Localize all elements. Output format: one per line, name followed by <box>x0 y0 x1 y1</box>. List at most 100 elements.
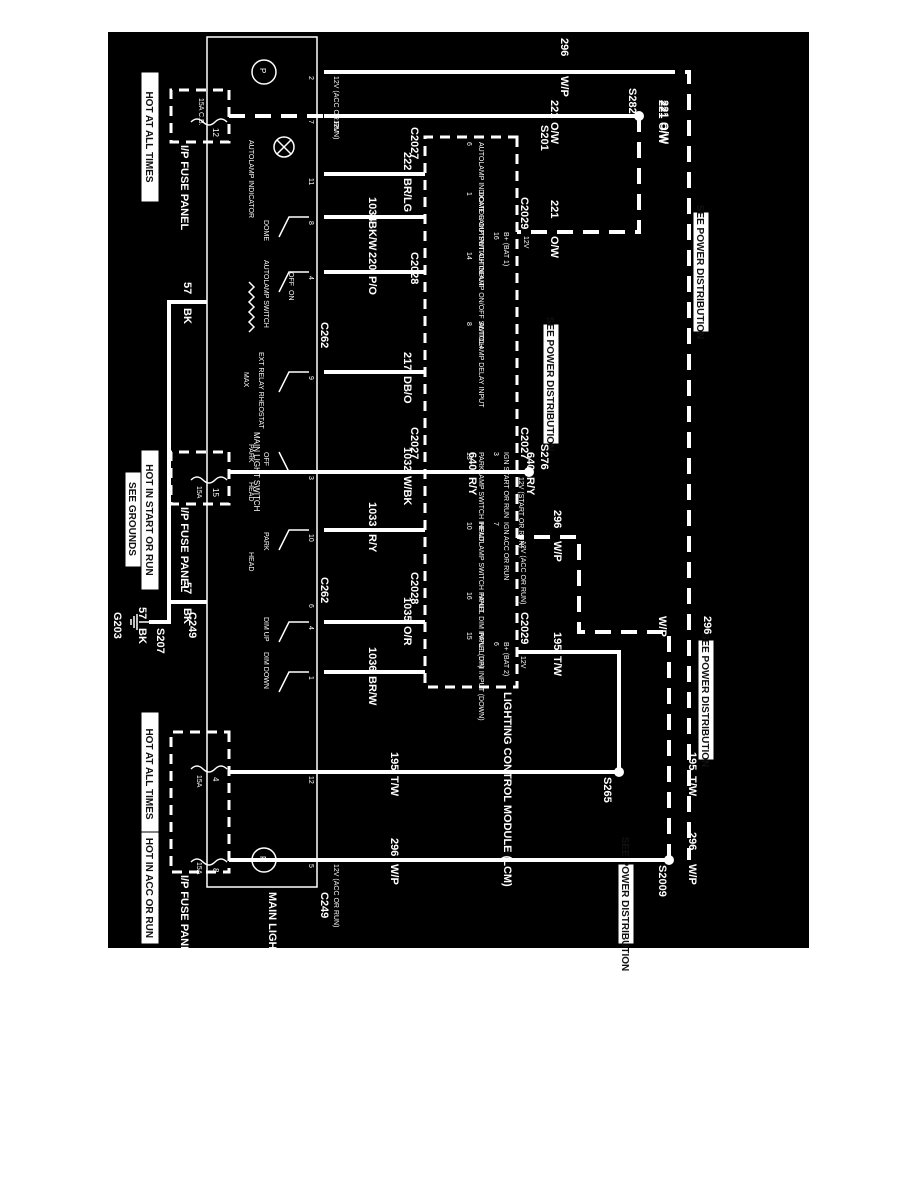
svg-text:SEE GROUNDS: SEE GROUNDS <box>126 482 137 556</box>
lamp-left-icon: P <box>251 59 277 85</box>
ground-wire-57-a <box>167 300 207 604</box>
svg-text:16: 16 <box>465 592 472 600</box>
svg-text:15A: 15A <box>195 775 202 788</box>
hot-in-acc-or-run-label: HOT IN ACC OR RUN <box>140 831 160 945</box>
svg-text:DOME: DOME <box>262 220 269 241</box>
svg-text:R/Y: R/Y <box>466 477 478 496</box>
wire-221-to-lcm <box>517 116 641 234</box>
lcm-pin-labels: AUTOLAMP INDICATOR OUTPUT 6 DOME LAMP SW… <box>465 142 509 721</box>
svg-text:DIM DOWN: DIM DOWN <box>262 652 269 689</box>
svg-text:296: 296 <box>558 38 570 56</box>
svg-text:3: 3 <box>307 476 314 480</box>
svg-text:B+ (BAT 2): B+ (BAT 2) <box>502 642 509 676</box>
svg-text:AUTOLAMP ON/OFF SWITCH: AUTOLAMP ON/OFF SWITCH <box>477 252 484 348</box>
svg-text:16: 16 <box>492 232 499 240</box>
fuse-2-element <box>190 476 228 484</box>
wire-195-to-lcm <box>517 650 621 772</box>
lcm-output-labels: 222 BR/LG 1034 BK/W 220 P/O 217 DB/O 103… <box>366 152 413 706</box>
svg-text:10: 10 <box>307 534 314 542</box>
svg-text:PARK: PARK <box>262 532 269 551</box>
svg-text:HEADLAMP SWITCH INPUT: HEADLAMP SWITCH INPUT <box>477 522 484 614</box>
svg-text:SEE POWER DISTRIBUTION: SEE POWER DISTRIBUTION <box>619 837 630 971</box>
svg-text:C2027: C2027 <box>408 127 420 159</box>
svg-text:8: 8 <box>465 322 472 326</box>
svg-text:11: 11 <box>307 178 314 185</box>
diagram-background <box>108 32 809 948</box>
svg-text:57: 57 <box>181 282 193 294</box>
see-power-distribution-box-3: SEE POWER DISTRIBUTION <box>697 633 715 767</box>
svg-text:O/W: O/W <box>548 122 560 145</box>
svg-text:S2009: S2009 <box>656 865 668 897</box>
svg-text:1034: 1034 <box>366 197 378 222</box>
svg-text:PANEL DIM INPUT (DOWN): PANEL DIM INPUT (DOWN) <box>477 632 484 721</box>
svg-text:4: 4 <box>307 276 314 280</box>
svg-text:BK: BK <box>136 628 148 644</box>
svg-text:O/W: O/W <box>658 122 670 145</box>
svg-text:8: 8 <box>211 868 220 873</box>
svg-text:12V (START OR RUN): 12V (START OR RUN) <box>517 477 524 548</box>
svg-text:W/P: W/P <box>686 864 698 885</box>
svg-text:IGN ACC OR RUN: IGN ACC OR RUN <box>502 522 509 580</box>
svg-text:10: 10 <box>465 522 472 530</box>
svg-text:296: 296 <box>388 838 400 856</box>
fuse-1-element <box>190 118 228 126</box>
wire-296-long <box>659 70 691 860</box>
svg-text:S265: S265 <box>601 777 613 803</box>
svg-text:12V: 12V <box>522 236 529 249</box>
svg-text:7: 7 <box>492 522 499 526</box>
svg-text:EXT RELAY RHEOSTAT: EXT RELAY RHEOSTAT <box>257 352 264 429</box>
svg-text:AUTOLAMP SWITCH: AUTOLAMP SWITCH <box>262 260 269 328</box>
svg-text:12: 12 <box>211 128 220 137</box>
svg-text:B+ (BAT 1): B+ (BAT 1) <box>502 232 509 266</box>
svg-text:1036: 1036 <box>366 647 378 671</box>
see-grounds-box: SEE GROUNDS <box>124 471 142 568</box>
see-power-distribution-box-2: SEE POWER DISTRIBUTION <box>542 317 560 451</box>
svg-text:8: 8 <box>307 221 314 225</box>
svg-text:5: 5 <box>307 864 314 868</box>
svg-text:P/O: P/O <box>366 276 378 295</box>
hot-in-start-or-run-label: HOT IN START OR RUN <box>140 449 160 591</box>
svg-text:BR/LG: BR/LG <box>401 178 413 212</box>
wire-296-to-lcm <box>517 535 671 860</box>
hot-at-all-times-label-2: HOT AT ALL TIMES <box>140 711 160 838</box>
svg-text:296: 296 <box>701 616 713 634</box>
svg-text:HEAD: HEAD <box>247 552 254 571</box>
svg-text:C249: C249 <box>318 892 330 918</box>
svg-text:R/Y: R/Y <box>366 534 378 553</box>
svg-text:15: 15 <box>465 632 472 640</box>
svg-text:57: 57 <box>136 607 148 619</box>
ground-wire-57-b <box>149 602 171 624</box>
svg-text:T/W: T/W <box>551 656 563 677</box>
svg-text:S207: S207 <box>154 628 166 654</box>
svg-text:15A: 15A <box>195 862 202 875</box>
svg-text:HOT AT ALL TIMES: HOT AT ALL TIMES <box>143 91 154 182</box>
svg-text:6: 6 <box>492 642 499 646</box>
svg-text:C2029: C2029 <box>518 612 530 644</box>
svg-text:BK: BK <box>181 608 193 624</box>
svg-text:PANEL DIM INPUT (UP): PANEL DIM INPUT (UP) <box>477 592 484 668</box>
svg-text:9: 9 <box>307 376 314 380</box>
svg-text:S201: S201 <box>538 125 550 151</box>
switch-pin-numbers: 2 7 11 8 4 9 3 10 6 4 1 12 5 <box>307 76 314 868</box>
svg-text:C249: C249 <box>186 612 198 638</box>
svg-text:6: 6 <box>307 604 314 608</box>
svg-text:IGN START OR RUN: IGN START OR RUN <box>502 452 509 518</box>
svg-text:4: 4 <box>211 777 220 782</box>
svg-text:DB/O: DB/O <box>401 376 413 404</box>
svg-text:HOT IN START OR RUN: HOT IN START OR RUN <box>143 464 154 575</box>
svg-text:HOT AT ALL TIMES: HOT AT ALL TIMES <box>143 728 154 819</box>
svg-text:P: P <box>258 856 267 861</box>
svg-text:296: 296 <box>551 510 563 528</box>
svg-text:221: 221 <box>548 200 560 218</box>
svg-text:6: 6 <box>465 142 472 146</box>
main-light-switch-outline <box>206 36 318 888</box>
svg-text:1033: 1033 <box>366 502 378 526</box>
svg-text:S282: S282 <box>626 88 638 114</box>
svg-text:G203: G203 <box>111 612 123 639</box>
rotated-schematic: HOT AT ALL TIMES HOT IN START OR RUN HOT… <box>111 36 715 1003</box>
svg-text:O/W: O/W <box>548 236 560 259</box>
svg-text:W/BK: W/BK <box>401 476 413 505</box>
svg-text:W/P: W/P <box>388 864 400 885</box>
svg-text:13: 13 <box>465 452 472 460</box>
